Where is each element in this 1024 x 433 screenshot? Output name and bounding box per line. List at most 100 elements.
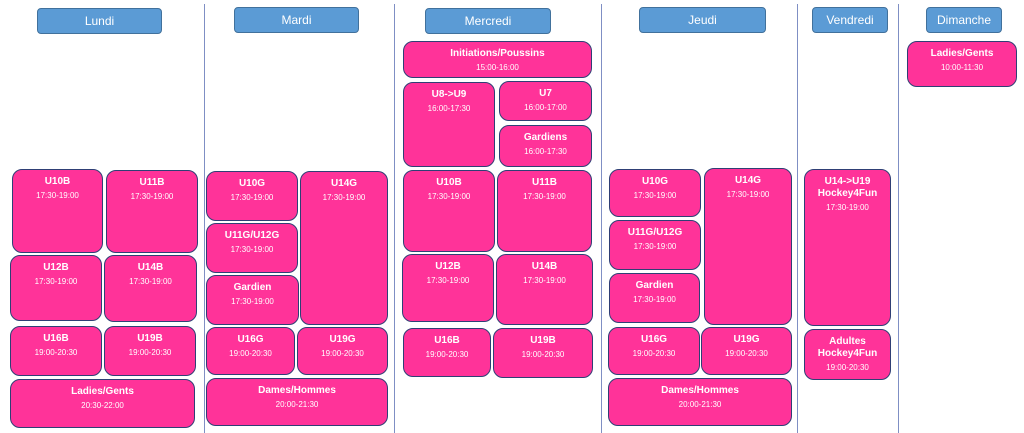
session-name: Adultes Hockey4Fun <box>817 336 878 359</box>
session-name: Dames/Hommes <box>258 385 336 396</box>
session-block[interactable]: U10B 17:30-19:00 <box>12 169 103 253</box>
session-name: U14B <box>137 262 164 273</box>
session-time: 17:30-19:00 <box>130 192 174 201</box>
session-time: 20:00-21:30 <box>275 400 319 409</box>
session-name: U14G <box>734 175 762 186</box>
session-block[interactable]: U16G 19:00-20:30 <box>206 327 295 375</box>
session-block[interactable]: U19G 19:00-20:30 <box>297 327 388 375</box>
session-time: 20:30-22:00 <box>81 401 124 410</box>
day-header-jeudi: Jeudi <box>639 7 766 33</box>
session-block[interactable]: Gardien 17:30-19:00 <box>609 273 700 323</box>
session-time: 19:00-20:30 <box>321 349 364 358</box>
session-block[interactable]: U16B 19:00-20:30 <box>403 328 491 377</box>
session-time: 19:00-20:30 <box>725 349 768 358</box>
session-name: U10G <box>641 176 669 187</box>
session-time: 17:30-19:00 <box>633 242 677 251</box>
session-block[interactable]: U16G 19:00-20:30 <box>608 327 700 375</box>
session-name: Gardien <box>635 280 674 291</box>
column-divider <box>797 4 798 433</box>
session-block[interactable]: U19B 19:00-20:30 <box>493 328 593 378</box>
session-block[interactable]: Dames/Hommes 20:00-21:30 <box>608 378 792 426</box>
session-block[interactable]: U14B 17:30-19:00 <box>104 255 197 322</box>
session-name: U8->U9 <box>431 89 467 100</box>
session-block[interactable]: U10B 17:30-19:00 <box>403 170 495 252</box>
session-block[interactable]: U11G/U12G 17:30-19:00 <box>609 220 701 270</box>
session-time: 17:30-19:00 <box>726 190 770 199</box>
session-name: U14->U19 Hockey4Fun <box>817 176 878 199</box>
session-time: 17:30-19:00 <box>34 277 78 286</box>
session-block[interactable]: U12B 17:30-19:00 <box>10 255 102 321</box>
session-name: U12B <box>435 261 461 272</box>
day-header-lundi: Lundi <box>37 8 162 34</box>
session-block[interactable]: U8->U9 16:00-17:30 <box>403 82 495 167</box>
session-name: U10B <box>436 177 462 188</box>
column-divider <box>898 4 899 433</box>
session-time: 15:00-16:00 <box>476 63 519 72</box>
column-divider <box>394 4 395 433</box>
session-block[interactable]: U7 16:00-17:00 <box>499 81 592 121</box>
session-name: U11B <box>531 177 557 188</box>
session-time: 16:00-17:30 <box>524 147 567 156</box>
session-block[interactable]: U11B 17:30-19:00 <box>106 170 198 253</box>
session-block[interactable]: U14B 17:30-19:00 <box>496 254 593 325</box>
session-name: U19B <box>137 333 163 344</box>
session-name: Gardien <box>233 282 272 293</box>
session-name: U19G <box>733 334 760 345</box>
session-name: U16B <box>43 333 69 344</box>
session-time: 16:00-17:30 <box>427 104 471 113</box>
session-time: 17:30-19:00 <box>426 276 470 285</box>
session-name: U19G <box>329 334 356 345</box>
session-block[interactable]: U19G 19:00-20:30 <box>701 327 792 375</box>
session-name: U19B <box>530 335 556 346</box>
session-block[interactable]: Ladies/Gents 10:00-11:30 <box>907 41 1017 87</box>
session-block[interactable]: U19B 19:00-20:30 <box>104 326 196 376</box>
session-time: 19:00-20:30 <box>826 363 869 372</box>
session-name: Dames/Hommes <box>661 385 739 396</box>
session-time: 17:30-19:00 <box>523 276 566 285</box>
session-time: 17:30-19:00 <box>129 277 172 286</box>
session-time: 17:30-19:00 <box>633 191 677 200</box>
session-name: U14B <box>531 261 558 272</box>
session-block[interactable]: Ladies/Gents 20:30-22:00 <box>10 379 195 428</box>
session-block[interactable]: Adultes Hockey4Fun 19:00-20:30 <box>804 329 891 380</box>
session-block[interactable]: Dames/Hommes 20:00-21:30 <box>206 378 388 426</box>
session-block[interactable]: Gardiens 16:00-17:30 <box>499 125 592 167</box>
session-time: 17:30-19:00 <box>633 295 676 304</box>
session-time: 19:00-20:30 <box>34 348 78 357</box>
day-header-mardi: Mardi <box>234 7 359 33</box>
session-name: U16G <box>237 334 264 345</box>
session-time: 17:30-19:00 <box>427 192 471 201</box>
session-time: 17:30-19:00 <box>231 297 274 306</box>
session-block[interactable]: Initiations/Poussins 15:00-16:00 <box>403 41 592 78</box>
session-block[interactable]: Gardien 17:30-19:00 <box>206 275 299 325</box>
session-block[interactable]: U12B 17:30-19:00 <box>402 254 494 322</box>
session-block[interactable]: U16B 19:00-20:30 <box>10 326 102 376</box>
session-time: 17:30-19:00 <box>230 193 274 202</box>
session-name: Ladies/Gents <box>71 386 134 397</box>
session-name: Gardiens <box>523 132 568 143</box>
session-name: U14G <box>330 178 358 189</box>
session-name: Initiations/Poussins <box>450 48 545 59</box>
session-block[interactable]: U14G 17:30-19:00 <box>704 168 792 325</box>
session-time: 19:00-20:30 <box>521 350 565 359</box>
session-name: U16B <box>434 335 460 346</box>
session-block[interactable]: U10G 17:30-19:00 <box>609 169 701 217</box>
session-name: U12B <box>43 262 69 273</box>
day-header-mercredi: Mercredi <box>425 8 551 34</box>
day-header-dimanche: Dimanche <box>926 7 1002 33</box>
session-time: 17:30-19:00 <box>36 191 79 200</box>
session-block[interactable]: U10G 17:30-19:00 <box>206 171 298 221</box>
session-time: 17:30-19:00 <box>322 193 366 202</box>
session-time: 19:00-20:30 <box>632 349 676 358</box>
session-name: U10G <box>238 178 266 189</box>
session-block[interactable]: U14G 17:30-19:00 <box>300 171 388 325</box>
session-block[interactable]: U11G/U12G 17:30-19:00 <box>206 223 298 273</box>
session-time: 19:00-20:30 <box>425 350 469 359</box>
session-name: U11G/U12G <box>627 227 683 238</box>
session-block[interactable]: U14->U19 Hockey4Fun 17:30-19:00 <box>804 169 891 326</box>
session-block[interactable]: U11B 17:30-19:00 <box>497 170 592 252</box>
session-time: 19:00-20:30 <box>229 349 272 358</box>
session-time: 20:00-21:30 <box>678 400 722 409</box>
session-time: 17:30-19:00 <box>230 245 274 254</box>
column-divider <box>204 4 205 433</box>
